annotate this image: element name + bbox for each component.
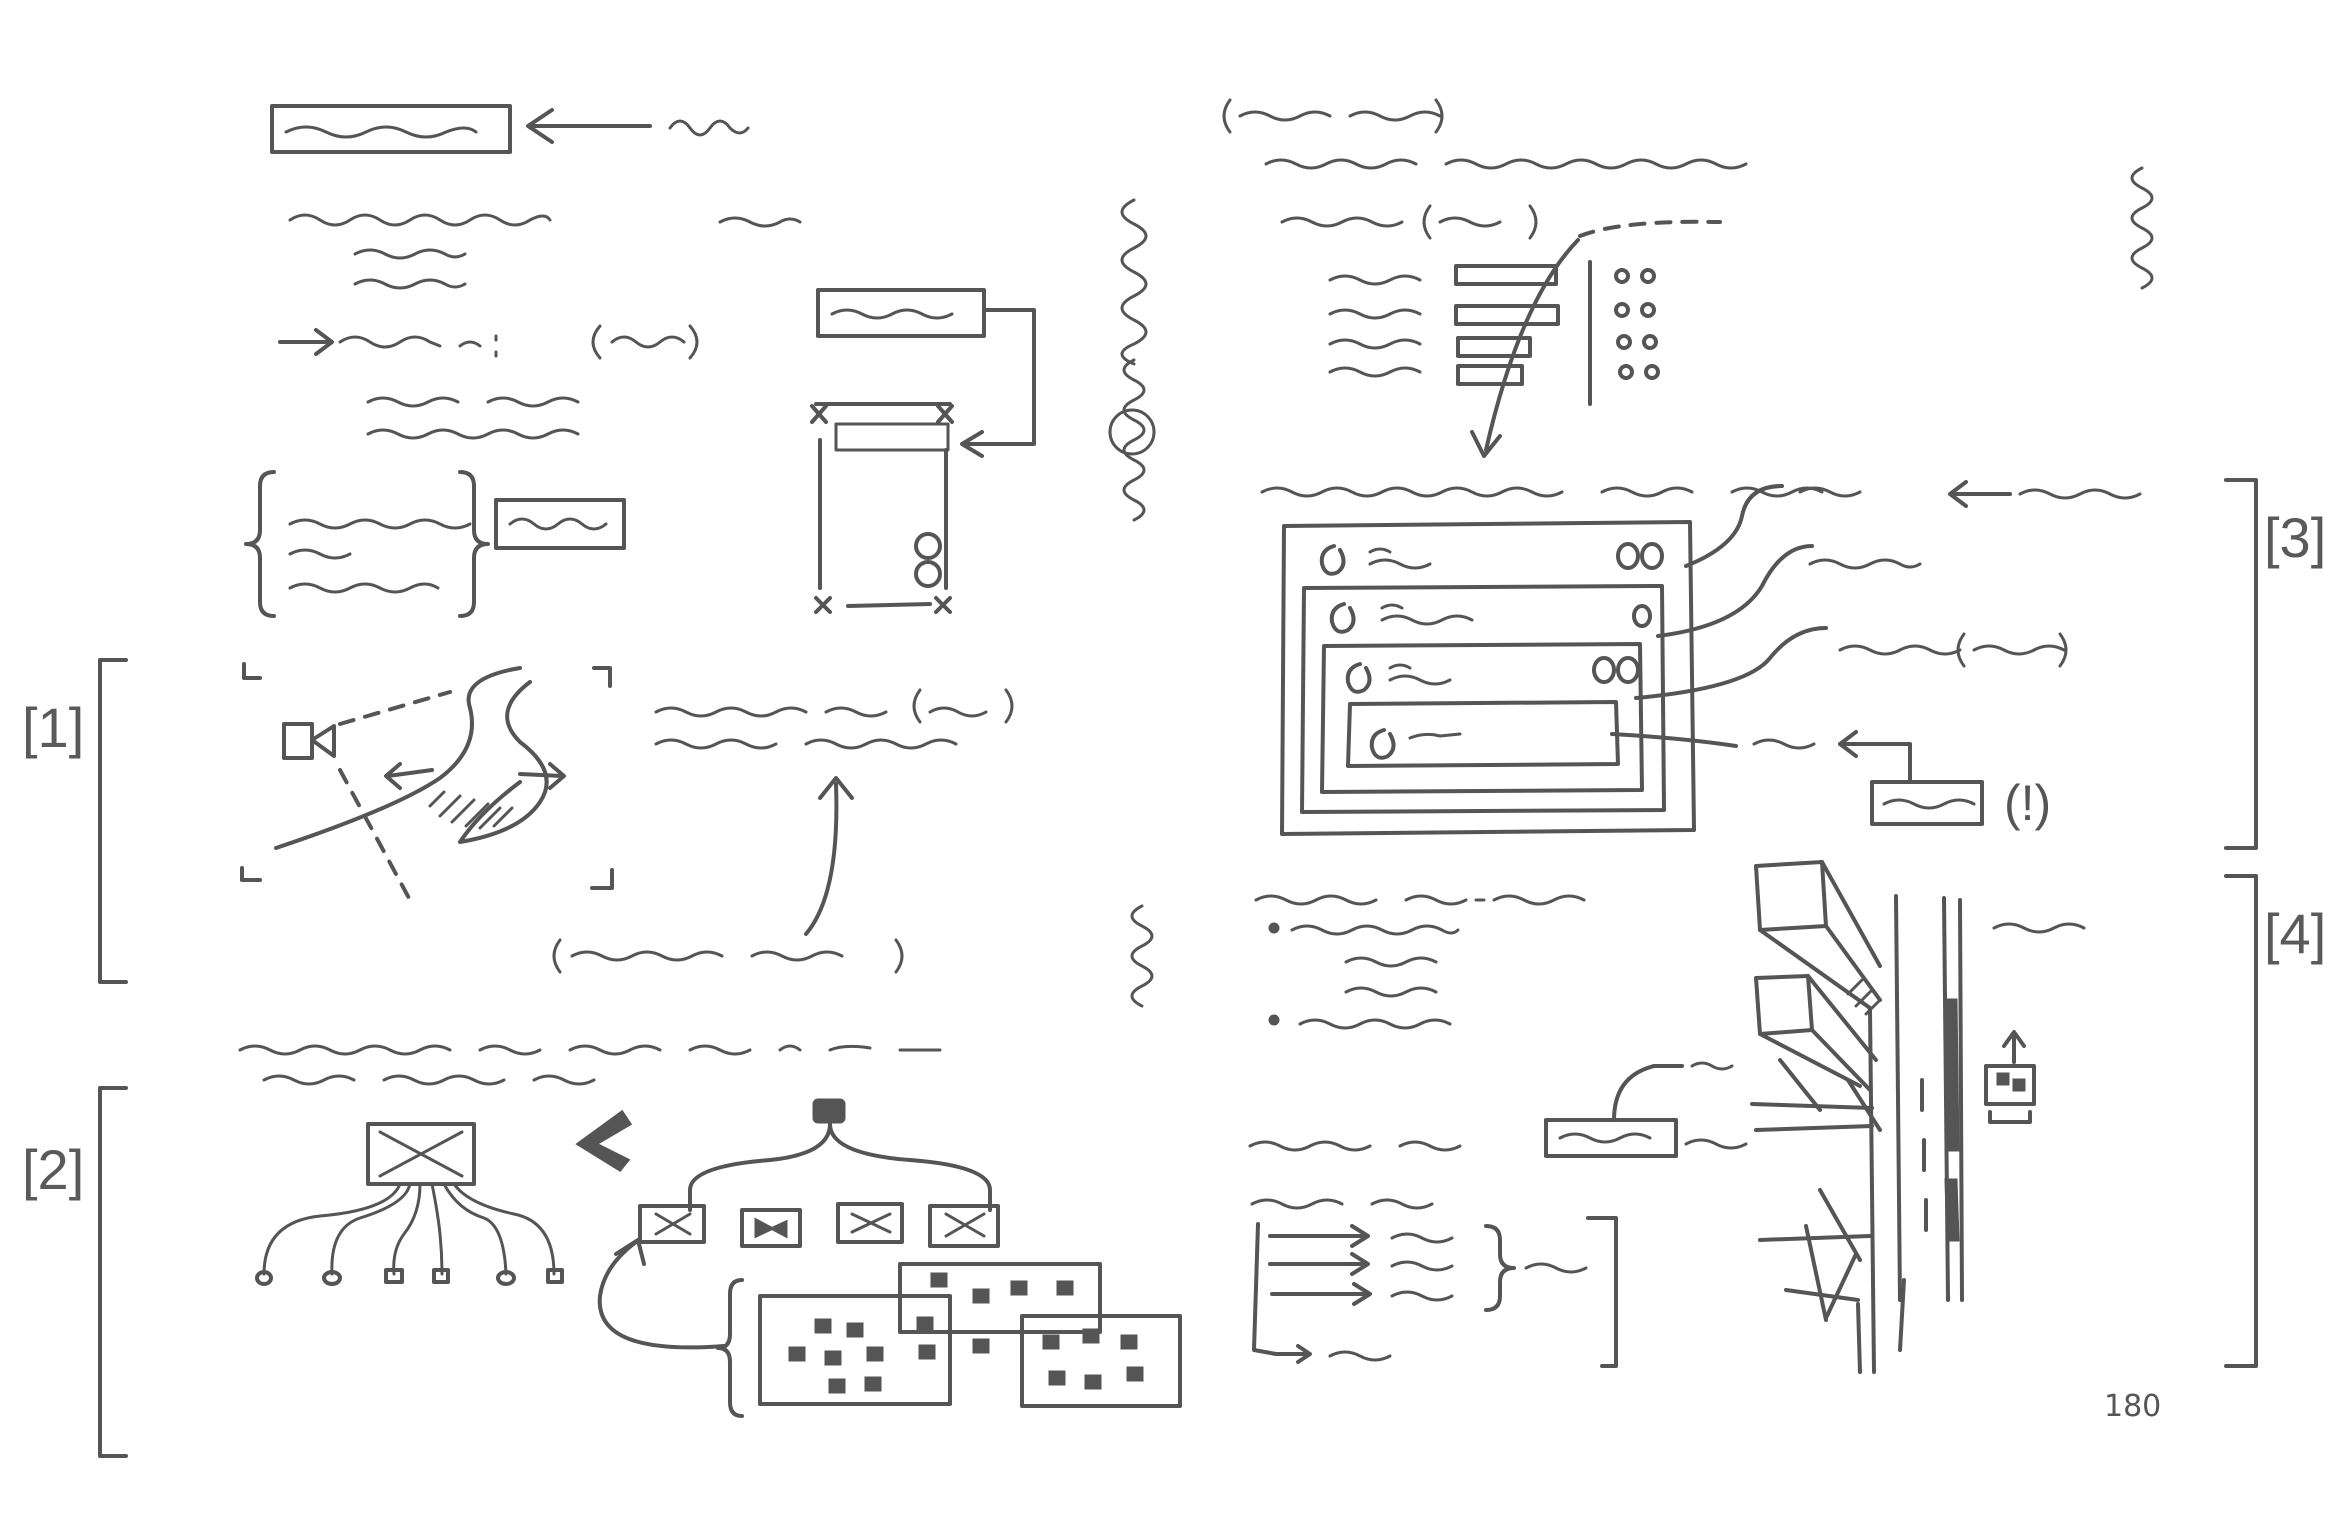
section-label-4: [4]	[2264, 902, 2327, 965]
bar-list-sketch	[1328, 238, 1660, 458]
street-perspective-sketch	[1750, 860, 1964, 1374]
map-marker-sketch	[1984, 922, 2086, 1124]
section-3-header-text	[1260, 480, 2142, 508]
section-3-bracket	[2224, 478, 2258, 850]
less-than-symbol	[575, 1109, 633, 1172]
section-4-bracket	[2224, 874, 2258, 1368]
section-label-2: [2]	[22, 1138, 85, 1201]
section-1-camera-path-sketch	[240, 662, 614, 902]
bullet-list-sketch	[1254, 894, 1586, 1030]
section-1-bracket	[98, 658, 128, 984]
page-number: 180	[2104, 1389, 2162, 1424]
text-block-upper-left	[278, 213, 802, 440]
section-2-bracket	[98, 1086, 128, 1458]
top-right-text	[1222, 98, 1748, 240]
phone-frame-sketch	[810, 288, 1036, 614]
section-2-tree-diagram	[255, 1122, 564, 1286]
arrow-list-sketch	[1250, 1198, 1618, 1368]
bracketed-list	[244, 470, 626, 618]
text-block-middle-left	[238, 1044, 942, 1086]
labeled-input-sketch	[1248, 1061, 1748, 1158]
section-3-callouts	[1610, 484, 2068, 826]
squiggle-marks	[1108, 166, 2154, 1008]
section-label-3: [3]	[2264, 506, 2327, 569]
section-2-grouped-boxes	[597, 1098, 1182, 1418]
warning-annotation: (!)	[2004, 775, 2052, 831]
top-label-box	[270, 104, 750, 154]
nested-windows-sketch	[1280, 520, 1696, 836]
section-1-caption	[552, 688, 1014, 974]
section-label-1: [1]	[22, 696, 85, 759]
